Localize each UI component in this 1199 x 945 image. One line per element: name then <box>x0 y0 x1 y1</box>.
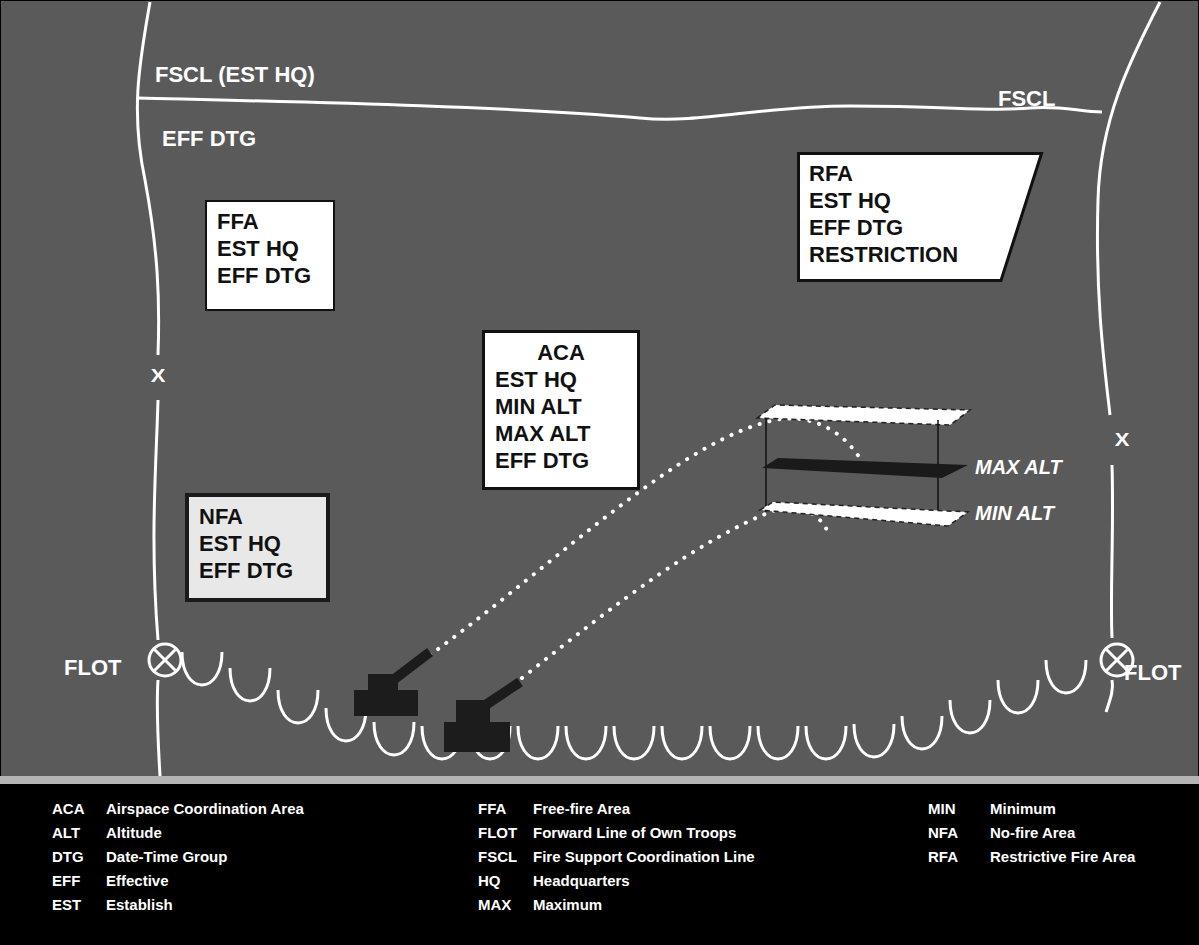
trajectory-line <box>522 508 828 678</box>
area-field: RESTRICTION <box>809 241 1031 268</box>
legend-abbreviation: HQ <box>478 872 501 889</box>
flot-scallop <box>182 652 222 685</box>
right-boundary <box>1111 465 1112 638</box>
legend-meaning: Forward Line of Own Troops <box>533 824 736 841</box>
flot-label: FLOT <box>1124 660 1181 686</box>
flot-scallop <box>710 726 750 759</box>
altitude-label: MIN ALT <box>975 502 1054 525</box>
area-field: EST HQ <box>217 235 323 262</box>
area-title: FFA <box>217 208 323 235</box>
flot-scallop <box>566 726 606 759</box>
fscl-line <box>138 98 1102 119</box>
legend-meaning: Free-fire Area <box>533 800 630 817</box>
fscl-date: EFF DTG <box>162 126 256 152</box>
right-boundary <box>1106 680 1113 712</box>
area-title: ACA <box>495 339 627 366</box>
area-field: MAX ALT <box>495 420 627 447</box>
flot-scallop <box>518 726 558 759</box>
area-title: NFA <box>199 503 316 530</box>
area-field: EFF DTG <box>809 214 1031 241</box>
min-altitude-plane <box>760 502 968 526</box>
legend-abbreviation: MIN <box>928 800 956 817</box>
aca-plane <box>762 458 968 478</box>
legend-meaning: Altitude <box>106 824 162 841</box>
flot-scallop <box>758 726 798 759</box>
legend-abbreviation: EFF <box>52 872 80 889</box>
legend-abbreviation: ALT <box>52 824 80 841</box>
legend-meaning: Date-Time Group <box>106 848 227 865</box>
legend-abbreviation: EST <box>52 896 81 913</box>
left-boundary <box>154 400 158 640</box>
altitude-label: MAX ALT <box>975 456 1062 479</box>
rfa-box: RFAEST HQEFF DTGRESTRICTION <box>797 152 1043 282</box>
area-field: EST HQ <box>495 366 627 393</box>
legend-meaning: No-fire Area <box>990 824 1075 841</box>
flot-scallop <box>902 716 942 749</box>
flot-scallop <box>662 726 702 759</box>
flot-scallops <box>182 652 1086 759</box>
area-field: EST HQ <box>809 187 1031 214</box>
flot-scallop <box>230 668 270 701</box>
area-field: EST HQ <box>199 530 316 557</box>
area-field: EFF DTG <box>217 262 323 289</box>
legend-abbreviation: FSCL <box>478 848 517 865</box>
legend-meaning: Minimum <box>990 800 1056 817</box>
legend-band <box>0 784 1199 945</box>
legend-abbreviation: FLOT <box>478 824 517 841</box>
area-field: EFF DTG <box>199 557 316 584</box>
flot-scallop <box>806 726 846 759</box>
legend-meaning: Establish <box>106 896 173 913</box>
left-boundary <box>137 2 158 355</box>
left-boundary <box>157 680 160 776</box>
boundary-mark: X <box>151 366 166 387</box>
artillery-piece <box>354 652 430 716</box>
rfa-shape <box>799 154 1042 281</box>
flot-scallop <box>278 690 318 723</box>
legend-abbreviation: MAX <box>478 896 511 913</box>
legend-meaning: Maximum <box>533 896 602 913</box>
legend-meaning: Headquarters <box>533 872 630 889</box>
flot-scallop <box>998 680 1038 713</box>
flot-scallop <box>1046 660 1086 693</box>
legend-abbreviation: RFA <box>928 848 958 865</box>
legend-meaning: Fire Support Coordination Line <box>533 848 755 865</box>
legend-meaning: Restrictive Fire Area <box>990 848 1135 865</box>
legend-abbreviation: FFA <box>478 800 506 817</box>
flot-scallop <box>374 722 414 755</box>
legend-abbreviation: ACA <box>52 800 85 817</box>
artillery-piece <box>444 682 520 752</box>
legend-abbreviation: NFA <box>928 824 958 841</box>
area-field: MIN ALT <box>495 393 627 420</box>
fscl-label: FSCL (EST HQ) <box>155 62 315 88</box>
ffa-box: FFAEST HQEFF DTG <box>205 200 335 311</box>
aca-edge <box>765 418 767 512</box>
nfa-box: NFAEST HQEFF DTG <box>185 493 330 602</box>
right-boundary <box>1097 2 1160 415</box>
separator-band <box>0 776 1199 784</box>
flot-scallop <box>854 724 894 757</box>
legend-abbreviation: DTG <box>52 848 84 865</box>
flot-scallop <box>950 700 990 733</box>
battlefield-ground <box>0 0 1199 778</box>
flot-scallop <box>614 726 654 759</box>
aca-box: ACAEST HQMIN ALTMAX ALTEFF DTG <box>482 330 640 490</box>
area-title: RFA <box>809 160 1031 187</box>
legend-meaning: Airspace Coordination Area <box>106 800 304 817</box>
legend-meaning: Effective <box>106 872 169 889</box>
fscl-label: FSCL <box>998 86 1055 112</box>
boundary-mark: X <box>1115 430 1130 451</box>
area-field: EFF DTG <box>495 447 627 474</box>
flot-label: FLOT <box>64 655 121 681</box>
flot-symbol <box>149 644 181 676</box>
